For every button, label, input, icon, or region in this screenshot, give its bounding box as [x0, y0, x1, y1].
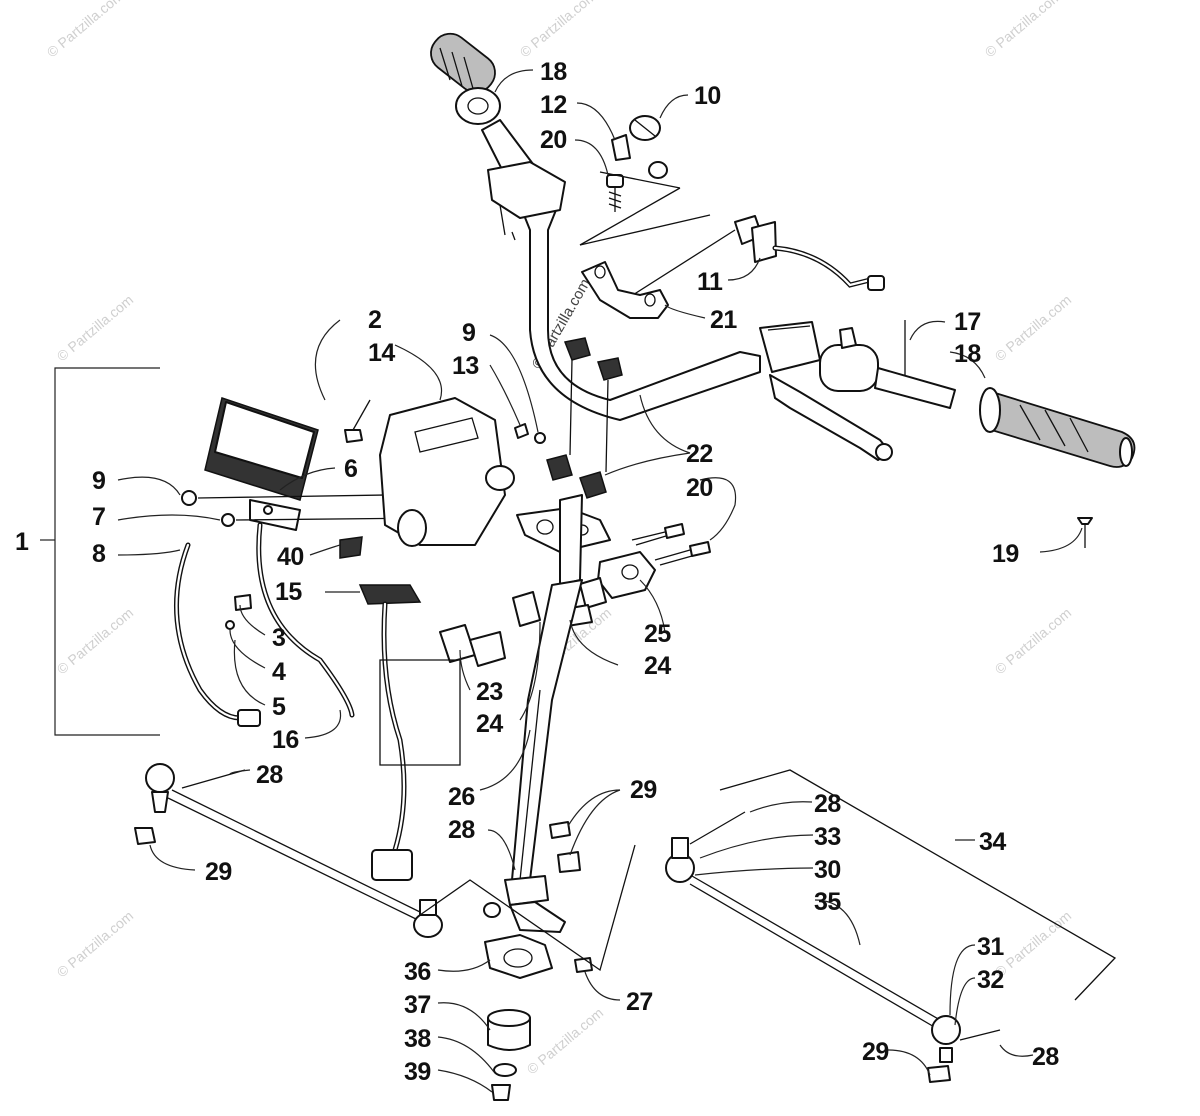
- callout-11: 11: [697, 268, 723, 296]
- callout-6: 6: [344, 455, 357, 483]
- callout-25: 25: [644, 620, 671, 648]
- callout-33: 33: [814, 823, 841, 851]
- callout-39: 39: [404, 1058, 431, 1086]
- callout-38: 38: [404, 1025, 431, 1053]
- watermark: © Partzilla.com: [517, 0, 600, 60]
- switch-11: [579, 214, 885, 301]
- callout-24: 24: [644, 652, 671, 680]
- callout-20: 20: [540, 126, 567, 154]
- callout-40: 40: [277, 543, 304, 571]
- callout-30: 34: [979, 828, 1006, 856]
- leader-lines: [40, 69, 1083, 1093]
- callout-37: 37: [404, 991, 431, 1019]
- callout-22: 22: [686, 440, 713, 468]
- callout-26: 26: [448, 783, 475, 811]
- callout-3: 3: [272, 624, 285, 652]
- bolts-20: [631, 523, 711, 566]
- callout-29: 29: [205, 858, 232, 886]
- top-small-parts: [579, 115, 681, 246]
- callout-13: 13: [452, 352, 479, 380]
- tie-rod-right: [665, 769, 1117, 1083]
- handlebar: [430, 32, 956, 461]
- callout-2: 2: [368, 306, 381, 334]
- lower-bearing: [419, 821, 636, 1101]
- tie-rod-left: [134, 763, 443, 938]
- callout-24: 24: [476, 710, 503, 738]
- cover-14: [339, 397, 515, 559]
- headlight-pod: [181, 397, 431, 531]
- right-grip: [979, 387, 1136, 468]
- callout-28: 28: [448, 816, 475, 844]
- callout-18: 18: [540, 58, 567, 86]
- callout-29: 29: [862, 1038, 889, 1066]
- callout-labels: 1 2 14 9 13 9 7 8 6 40 15 3 4 5 16 18 12…: [15, 58, 1060, 1086]
- callout-35: 35: [814, 888, 841, 916]
- bolt-2: [344, 399, 371, 443]
- callout-36: 36: [404, 958, 431, 986]
- callout-8: 8: [92, 540, 106, 568]
- callout-18: 18: [954, 340, 981, 368]
- callout-23: 23: [476, 678, 503, 706]
- callout-12: 12: [540, 91, 567, 119]
- callout-19: 19: [992, 540, 1019, 568]
- clamp-25: [597, 551, 656, 599]
- assembly-bracket: [54, 367, 160, 736]
- screws-9-13: [514, 423, 546, 444]
- bracket-21: [581, 261, 669, 319]
- handlebar-clamps: [546, 337, 623, 499]
- callout-21: 21: [710, 306, 737, 334]
- watermark: © Partzilla.com: [992, 291, 1075, 364]
- watermark: © Partzilla.com: [54, 907, 137, 980]
- callout-28: 28: [1032, 1043, 1059, 1071]
- callout-16: 16: [272, 726, 299, 754]
- callout-9: 9: [462, 319, 475, 347]
- callout-29: 29: [630, 776, 657, 804]
- callout-14: 14: [368, 339, 395, 367]
- callout-10: 10: [694, 82, 721, 110]
- watermark: © Partzilla.com: [54, 604, 137, 677]
- wiring: [174, 522, 461, 881]
- small-parts-3-5: [225, 594, 252, 630]
- plug-19: [1077, 517, 1093, 548]
- left-grip: [430, 32, 501, 125]
- callout-7: 7: [92, 503, 105, 531]
- clamp-23: [439, 624, 506, 667]
- callout-15: 15: [275, 578, 302, 606]
- callout-34: 30: [814, 856, 841, 884]
- watermark: © Partzilla.com: [44, 0, 127, 60]
- callout-28: 28: [814, 790, 841, 818]
- callout-31: 31: [977, 933, 1004, 961]
- callout-9: 9: [92, 467, 105, 495]
- watermark: © Partzilla.com: [524, 1004, 607, 1077]
- callout-32: 32: [977, 966, 1004, 994]
- watermark: © Partzilla.com: [992, 604, 1075, 677]
- callout-17: 17: [954, 308, 981, 336]
- callout-27: 27: [626, 988, 653, 1016]
- callout-28: 28: [256, 761, 283, 789]
- watermark: © Partzilla.com: [54, 291, 137, 364]
- callout-4: 4: [272, 658, 286, 686]
- callout-5: 5: [272, 693, 286, 721]
- steering-post: [504, 494, 583, 933]
- callout-1: 1: [15, 528, 29, 556]
- watermark: © Partzilla.com: [982, 0, 1065, 60]
- watermark: © Partzilla.com: [992, 907, 1075, 980]
- callout-20: 20: [686, 474, 713, 502]
